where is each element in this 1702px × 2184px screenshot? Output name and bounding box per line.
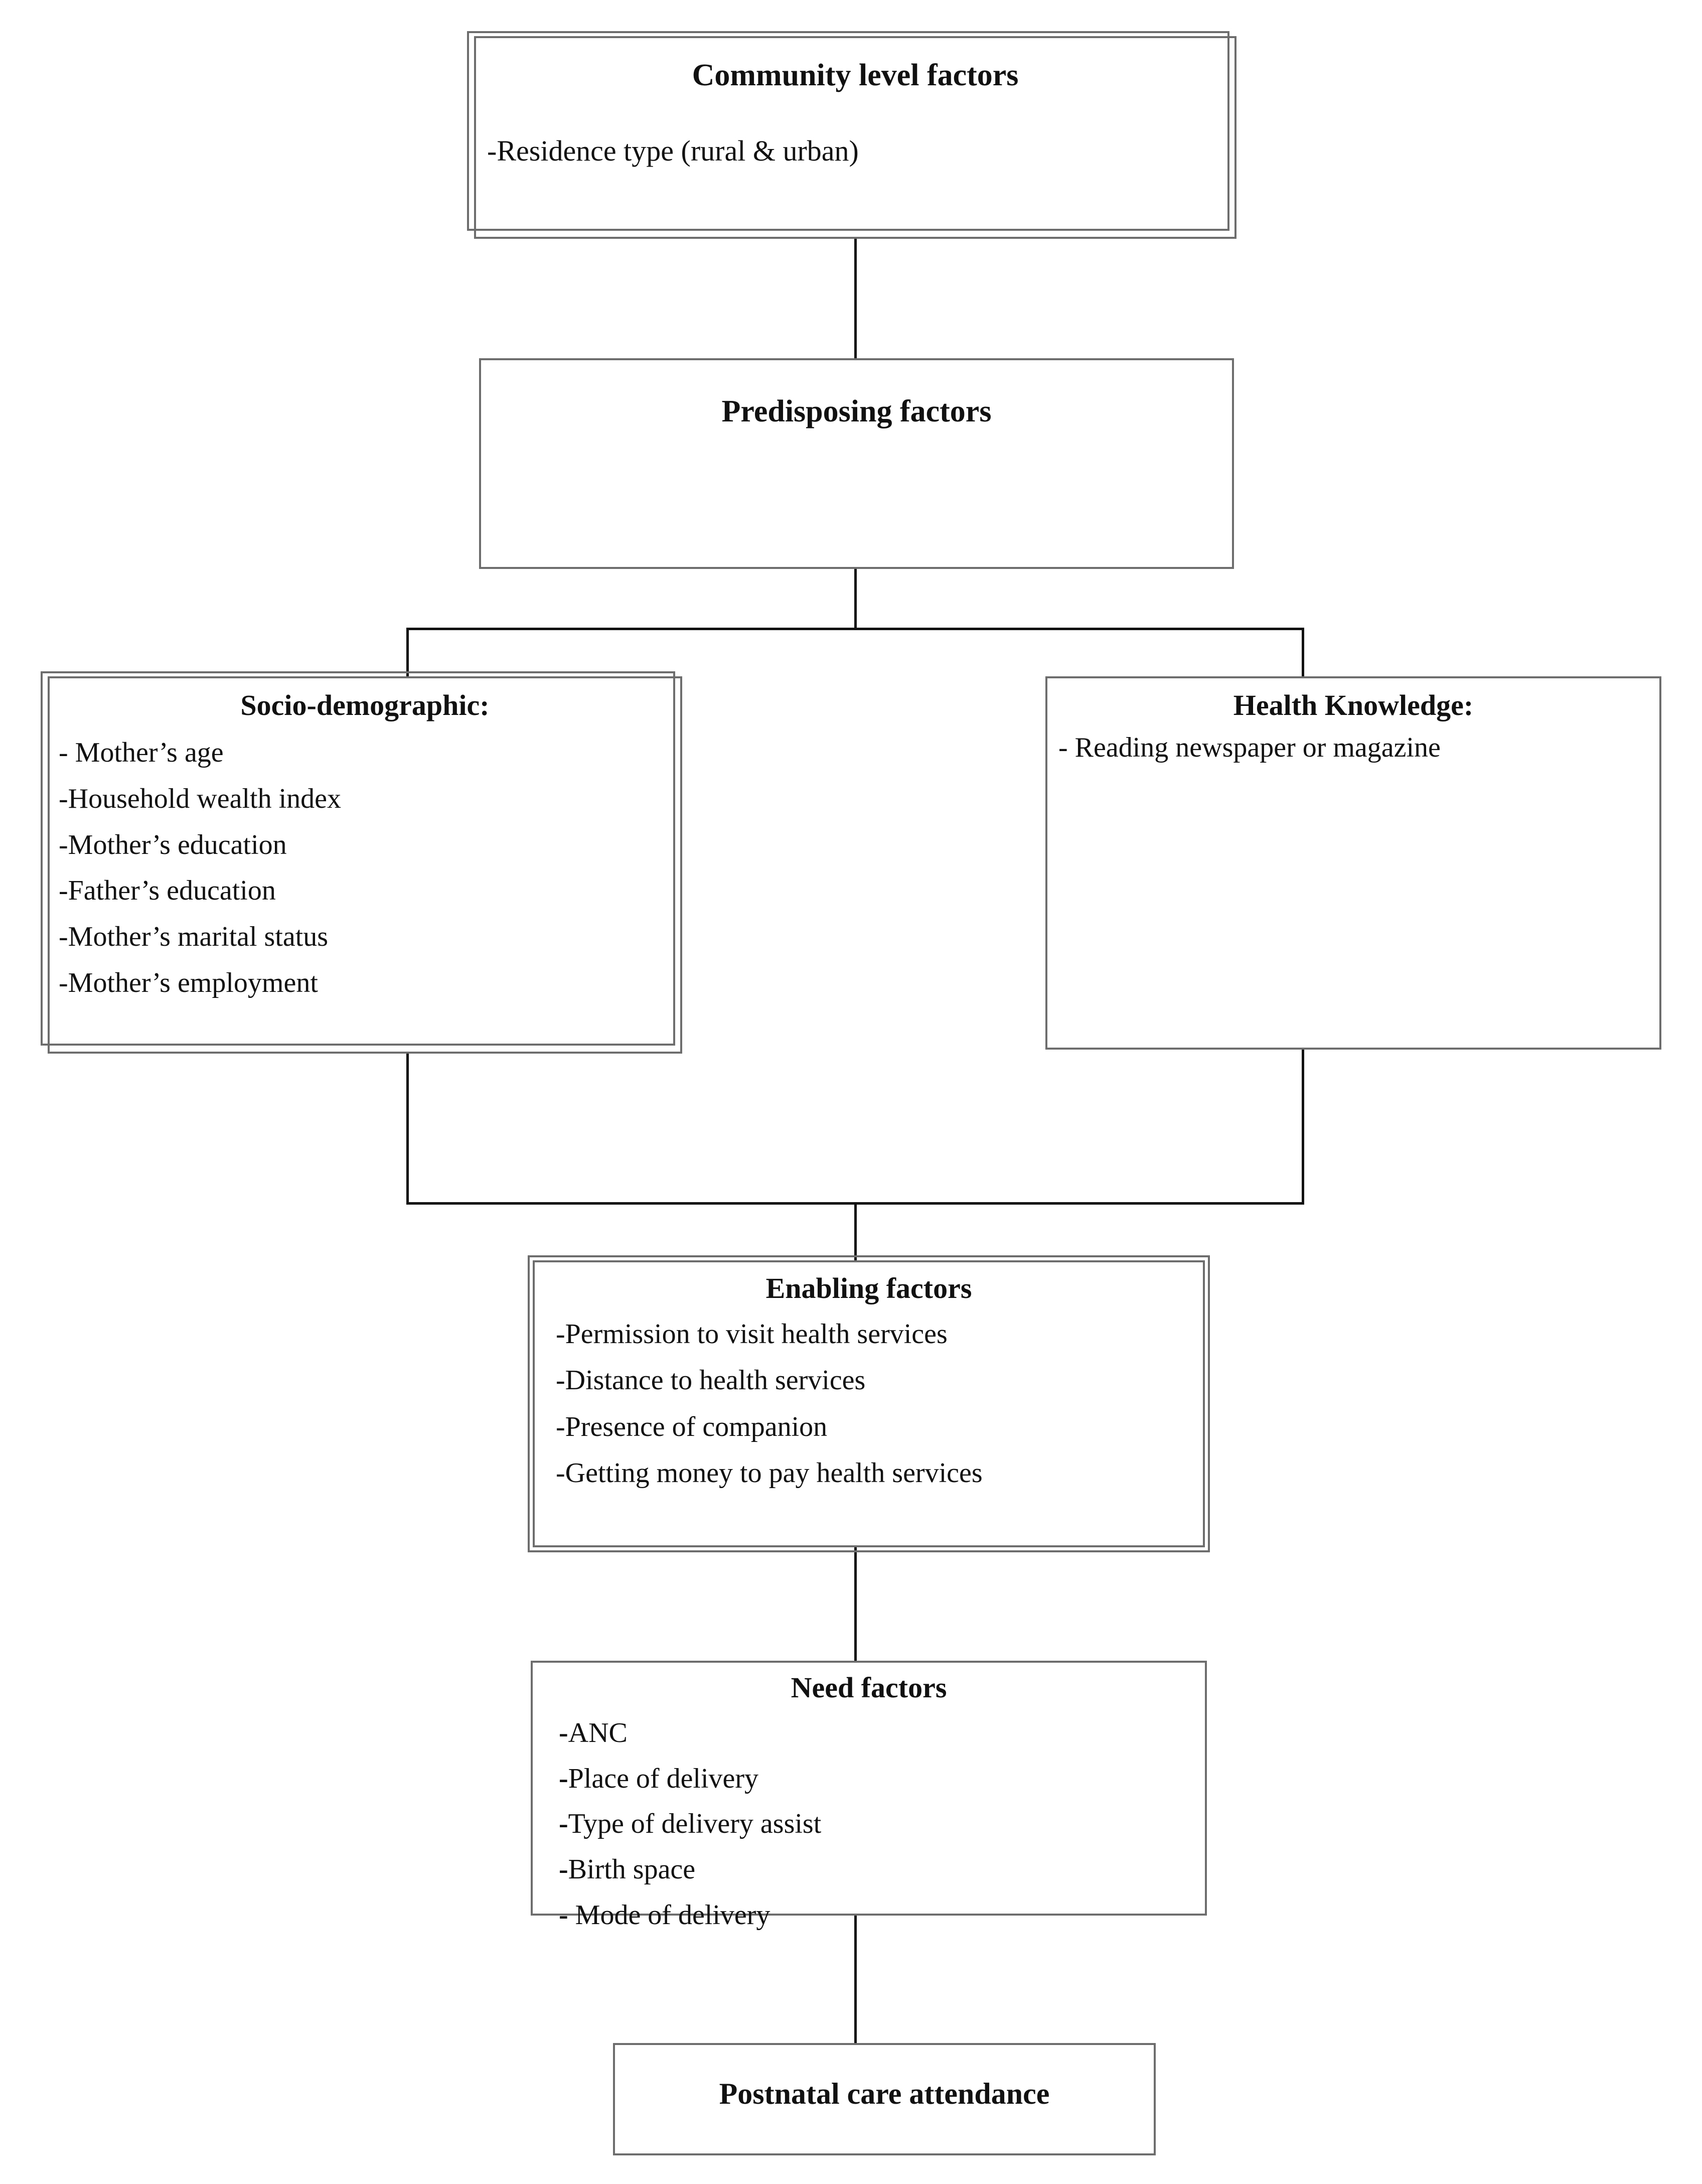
list-item: - Reading newspaper or magazine xyxy=(1058,725,1659,771)
node-body: Community level factors -Residence type … xyxy=(476,59,1234,258)
connector-split-left-drop xyxy=(406,628,409,678)
connector-merge-to-enabling xyxy=(854,1202,857,1263)
node-community-level-factors: Community level factors -Residence type … xyxy=(467,31,1236,239)
connector-predisposing-split-bar xyxy=(406,628,1304,630)
list-item: -Mother’s education xyxy=(59,822,680,868)
connector-enabling-to-need xyxy=(854,1547,857,1664)
node-health-knowledge: Health Knowledge: - Reading newspaper or… xyxy=(1045,676,1661,1050)
node-body: Postnatal care attendance xyxy=(615,2078,1154,2184)
node-bullet-list: - Reading newspaper or magazine xyxy=(1047,725,1659,771)
bullet-dash: - xyxy=(59,875,68,907)
list-item: -Mother’s marital status xyxy=(59,914,680,960)
node-bullet-list: - Mother’s age -Household wealth index -… xyxy=(50,730,680,1006)
node-body: Socio-demographic: - Mother’s age -House… xyxy=(50,690,680,1064)
node-postnatal-care-attendance: Postnatal care attendance xyxy=(613,2043,1156,2155)
list-item-label: Permission to visit health services xyxy=(565,1318,948,1350)
node-title: Socio-demographic: xyxy=(240,689,490,721)
bullet-dash: - xyxy=(559,1763,568,1794)
node-title: Predisposing factors xyxy=(721,394,992,428)
bullet-dash: - xyxy=(59,921,68,953)
list-item: -Distance to health services xyxy=(556,1357,1203,1403)
node-need-factors: Need factors -ANC -Place of delivery -Ty… xyxy=(531,1661,1207,1931)
list-item: - Mode of delivery xyxy=(559,1892,1205,1938)
list-item-label: Birth space xyxy=(568,1854,696,1885)
list-item-label: Distance to health services xyxy=(565,1365,866,1396)
list-item: -Presence of companion xyxy=(556,1404,1203,1450)
list-item: - Mother’s age xyxy=(59,730,680,776)
list-item-label: Mother’s age xyxy=(68,737,224,768)
bullet-dash: - xyxy=(559,1717,568,1749)
node-socio-demographic: Socio-demographic: - Mother’s age -House… xyxy=(41,671,682,1054)
node-bullet-list: -Permission to visit health services -Di… xyxy=(535,1311,1203,1497)
node-title: Postnatal care attendance xyxy=(719,2077,1050,2110)
bullet-dash: - xyxy=(59,829,68,860)
bullet-dash: - xyxy=(559,1899,568,1931)
list-item-label: Residence type (rural & urban) xyxy=(497,134,859,168)
bullet-dash: - xyxy=(556,1365,565,1396)
node-bullet-list: -ANC -Place of delivery -Type of deliver… xyxy=(533,1710,1205,1938)
bullet-dash: - xyxy=(59,783,68,814)
node-title: Need factors xyxy=(791,1671,947,1704)
node-predisposing-factors: Predisposing factors xyxy=(479,358,1234,569)
node-enabling-factors: Enabling factors -Permission to visit he… xyxy=(528,1255,1210,1552)
list-item: -Birth space xyxy=(559,1847,1205,1892)
bullet-dash: - xyxy=(556,1411,565,1442)
list-item-label: Reading newspaper or magazine xyxy=(1067,732,1441,763)
node-bullet-list: -Residence type (rural & urban) xyxy=(476,134,1234,168)
list-item-label: Father’s education xyxy=(68,875,276,907)
bullet-dash: - xyxy=(559,1854,568,1885)
bullet-dash: - xyxy=(556,1318,565,1350)
node-title: Health Knowledge: xyxy=(1233,689,1474,721)
connector-community-to-predisposing xyxy=(854,239,857,359)
node-title: Enabling factors xyxy=(765,1272,972,1304)
list-item-label: Mother’s marital status xyxy=(68,921,329,953)
list-item: -Place of delivery xyxy=(559,1756,1205,1802)
bullet-dash: - xyxy=(59,967,68,999)
list-item-label: Mother’s education xyxy=(68,829,287,860)
list-item: -Getting money to pay health services xyxy=(556,1450,1203,1496)
list-item-label: Mother’s employment xyxy=(68,967,318,999)
connector-health-merge-drop xyxy=(1302,1048,1304,1205)
connector-split-right-drop xyxy=(1302,628,1304,678)
connector-socio-merge-drop xyxy=(406,1052,409,1205)
list-item-label: Presence of companion xyxy=(565,1411,828,1442)
list-item-label: Mode of delivery xyxy=(568,1899,770,1931)
node-title: Community level factors xyxy=(692,58,1019,92)
connector-need-to-postnatal xyxy=(854,1916,857,2045)
bullet-dash: - xyxy=(556,1458,565,1489)
list-item: -Type of delivery assist xyxy=(559,1801,1205,1847)
list-item-label: Place of delivery xyxy=(568,1763,759,1794)
list-item: -Household wealth index xyxy=(59,776,680,822)
node-body: Health Knowledge: - Reading newspaper or… xyxy=(1047,690,1659,1060)
list-item: -Residence type (rural & urban) xyxy=(487,134,1234,168)
node-body: Need factors -ANC -Place of delivery -Ty… xyxy=(533,1671,1205,1931)
node-body: Predisposing factors xyxy=(481,395,1232,602)
list-item-label: Type of delivery assist xyxy=(568,1808,822,1840)
bullet-dash: - xyxy=(59,737,68,768)
list-item: -Permission to visit health services xyxy=(556,1311,1203,1357)
list-item-label: Household wealth index xyxy=(68,783,341,814)
node-body: Enabling factors -Permission to visit he… xyxy=(535,1273,1203,1556)
list-item: -Mother’s employment xyxy=(59,960,680,1006)
list-item: -Father’s education xyxy=(59,868,680,914)
list-item-label: ANC xyxy=(568,1717,628,1749)
connector-predisposing-down-stem xyxy=(854,569,857,630)
list-item: -ANC xyxy=(559,1710,1205,1756)
bullet-dash: - xyxy=(1058,732,1068,763)
bullet-dash: - xyxy=(559,1808,568,1840)
list-item-label: Getting money to pay health services xyxy=(565,1458,983,1489)
bullet-dash: - xyxy=(487,134,497,168)
